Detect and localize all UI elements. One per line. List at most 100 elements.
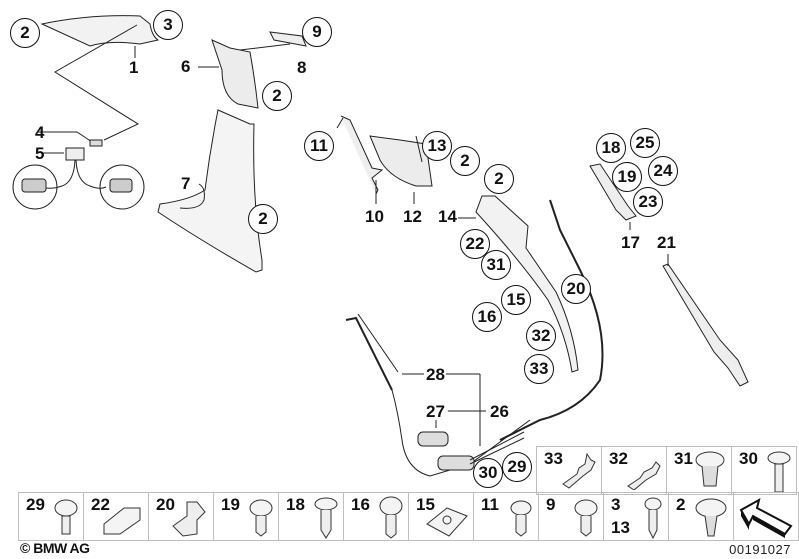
countersunk-screw-icon	[314, 497, 338, 539]
callout-22[interactable]: 22	[460, 229, 490, 259]
label-28[interactable]: 28	[426, 365, 445, 384]
part-number: 32	[609, 449, 628, 468]
clamp-icon	[172, 501, 206, 537]
collar-screw-icon	[574, 499, 598, 537]
part-6-drawing	[211, 39, 259, 109]
callout-2[interactable]: 2	[10, 18, 40, 48]
callout-20[interactable]: 20	[561, 274, 591, 304]
callout-23[interactable]: 23	[633, 187, 663, 217]
part-number: 29	[26, 495, 45, 514]
document-number: 00191027	[729, 542, 791, 557]
terminal-clip-icon	[562, 452, 596, 489]
label-21[interactable]: 21	[657, 233, 676, 252]
part-cell-30[interactable]: 30	[732, 447, 797, 495]
callout-31[interactable]: 31	[481, 250, 511, 280]
label-1[interactable]: 1	[129, 58, 139, 77]
part-number: 20	[156, 495, 175, 514]
callout-2[interactable]: 2	[450, 146, 480, 176]
callout-16[interactable]: 16	[472, 302, 502, 332]
part-number: 3	[611, 495, 621, 514]
part-28-drawing	[345, 316, 393, 391]
machine-screw-icon	[767, 451, 791, 493]
part-cell-11[interactable]: 11	[474, 493, 539, 541]
part-number: 2	[676, 495, 686, 514]
part-number: 13	[611, 518, 630, 537]
part-1-drawing	[40, 15, 160, 47]
callout-25[interactable]: 25	[630, 128, 660, 158]
part-cell-20[interactable]: 20	[149, 493, 214, 541]
part-cell-15[interactable]: 15	[409, 493, 474, 541]
label-27[interactable]: 27	[426, 402, 445, 421]
terminal-clip-icon	[627, 461, 661, 490]
label-8[interactable]: 8	[297, 58, 307, 77]
collar-screw-icon	[249, 499, 273, 537]
parts-grid-bottom-row: 29 22 20 19 18 16 15 11 9 3 13 2	[18, 492, 799, 541]
label-10[interactable]: 10	[365, 207, 384, 226]
part-number: 22	[91, 495, 110, 514]
part-cell-31[interactable]: 31	[667, 447, 732, 495]
part-cell-3-13[interactable]: 3 13	[604, 493, 669, 541]
part-10-drawing	[340, 115, 384, 195]
part-cell-29[interactable]: 29	[19, 493, 84, 541]
parts-grid-top-row: 33 32 31 30	[536, 446, 797, 495]
sheet-metal-screw-icon	[644, 497, 662, 540]
callout-2[interactable]: 2	[248, 204, 278, 234]
part-17-drawing	[589, 163, 637, 221]
part-number: 18	[286, 495, 305, 514]
oval-head-screw-icon	[379, 496, 403, 539]
callout-9[interactable]: 9	[302, 17, 332, 47]
label-26[interactable]: 26	[490, 402, 509, 421]
label-7[interactable]: 7	[181, 174, 191, 193]
part-cell-9[interactable]: 9	[539, 493, 604, 541]
part-cell-16[interactable]: 16	[344, 493, 409, 541]
part-7-drawing	[157, 109, 263, 273]
callout-24[interactable]: 24	[648, 156, 678, 186]
part-26-drawing	[437, 455, 475, 471]
callout-3[interactable]: 3	[153, 10, 183, 40]
callout-19[interactable]: 19	[612, 162, 642, 192]
callout-2[interactable]: 2	[262, 81, 292, 111]
callout-32[interactable]: 32	[526, 321, 556, 351]
phillips-screw-icon	[510, 500, 532, 537]
callout-18[interactable]: 18	[596, 133, 626, 163]
part-number: 31	[674, 449, 693, 468]
part-number: 15	[416, 495, 435, 514]
part-number: 11	[481, 495, 499, 514]
part-number: 19	[221, 495, 240, 514]
spring-nut-icon	[426, 507, 468, 537]
part-number: 16	[351, 495, 370, 514]
part-cell-arrow[interactable]	[734, 493, 799, 541]
part-number: 9	[546, 495, 556, 514]
part-14-drawing	[475, 195, 579, 373]
cap-icon	[103, 507, 141, 535]
part-cell-33[interactable]: 33	[537, 447, 602, 495]
label-12[interactable]: 12	[403, 207, 422, 226]
copyright-notice: © BMW AG	[20, 540, 90, 556]
label-6[interactable]: 6	[181, 57, 191, 76]
part-cell-32[interactable]: 32	[602, 447, 667, 495]
callout-2[interactable]: 2	[484, 164, 514, 194]
part-21-drawing	[662, 263, 749, 387]
part-27-drawing	[417, 431, 449, 447]
label-14[interactable]: 14	[438, 207, 457, 226]
callout-13[interactable]: 13	[422, 131, 452, 161]
label-17[interactable]: 17	[621, 233, 640, 252]
part-cell-19[interactable]: 19	[214, 493, 279, 541]
part-number: 30	[739, 449, 758, 468]
arrow-pointer-icon	[739, 498, 793, 538]
part-cell-2[interactable]: 2	[669, 493, 734, 541]
label-5[interactable]: 5	[35, 144, 45, 163]
label-4[interactable]: 4	[35, 123, 45, 142]
callout-11[interactable]: 11	[304, 131, 334, 161]
spreader-rivet-icon	[695, 498, 727, 537]
callout-30[interactable]: 30	[473, 458, 503, 488]
part-cell-18[interactable]: 18	[279, 493, 344, 541]
callout-15[interactable]: 15	[501, 285, 531, 315]
part-cell-22[interactable]: 22	[84, 493, 149, 541]
callout-29[interactable]: 29	[502, 452, 532, 482]
expanding-rivet-icon	[695, 451, 725, 487]
part-12-drawing	[369, 135, 433, 187]
callout-33[interactable]: 33	[524, 354, 554, 384]
